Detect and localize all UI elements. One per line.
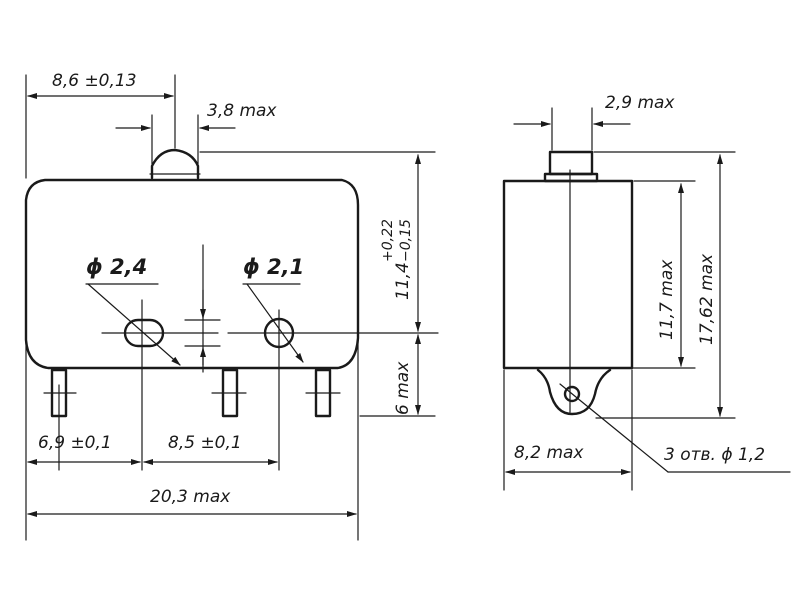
side-dim-button-width-label: 2,9 max (605, 93, 675, 113)
side-terminal-hole (563, 385, 581, 403)
side-actuator-button (548, 150, 594, 176)
side-terminal-tab (536, 368, 612, 416)
front-actuator-button (150, 148, 200, 180)
side-view: 2,9 max 11,7 max 17,62 max 8,2 max 3 отв… (502, 93, 791, 491)
dim-button-width-label: 3,8 max (207, 101, 277, 121)
front-view: 8,6 ±0,13 3,8 max ϕ 2,4 ϕ 2,1 11,4 +0,22… (24, 71, 439, 541)
dim-left-pin-offset-label: 6,9 ±0,1 (38, 433, 112, 453)
side-dim-total-height-label: 17,62 max (697, 253, 717, 345)
dim-hole-spacing-label: 8,5 ±0,1 (168, 433, 242, 453)
dim-height-label: 11,4 (393, 262, 413, 300)
front-body-outline (24, 178, 360, 370)
dim-height-tol-upper: +0,22 (380, 219, 396, 262)
side-dim-width-label: 8,2 max (514, 443, 584, 463)
side-holes-note-label: 3 отв. ϕ 1,2 (664, 445, 765, 465)
dim-height-tol-lower: −0,15 (398, 219, 414, 262)
dim-total-width-label: 20,3 max (150, 487, 231, 507)
dim-hole-offset-label: 8,6 ±0,13 (52, 71, 137, 91)
dim-pin-length-label: 6 max (393, 361, 413, 415)
hole-left-diameter-label: ϕ 2,4 (86, 255, 147, 279)
side-body-outline (502, 179, 634, 370)
side-dim-body-height-label: 11,7 max (657, 259, 677, 340)
hole-right-diameter-label: ϕ 2,1 (243, 255, 304, 279)
